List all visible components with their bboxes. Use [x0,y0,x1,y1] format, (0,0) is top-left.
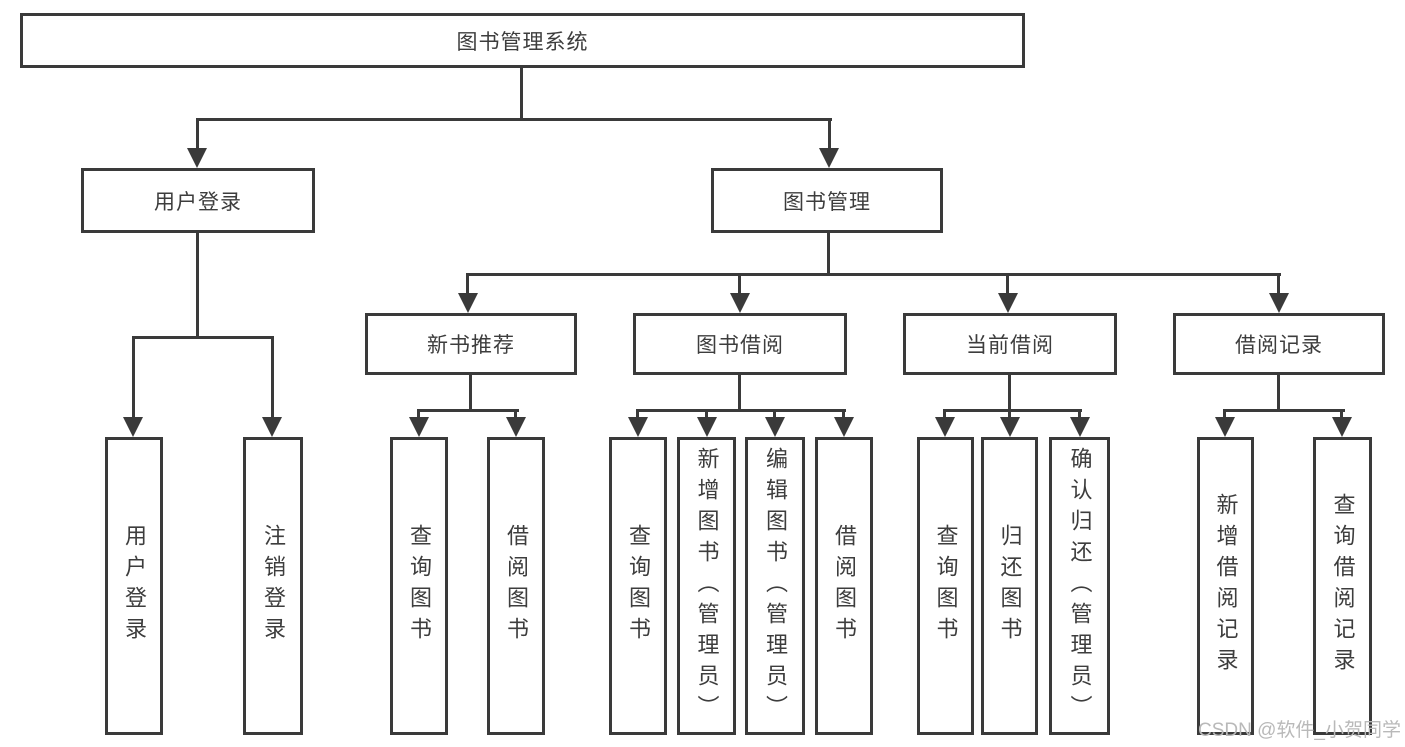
connector-line [943,409,946,417]
connector-line [466,273,1281,276]
node-borrow-books: 借阅图书 [815,437,873,735]
connector-line [196,118,199,148]
node-label: 编辑图书（管理员） [763,446,788,726]
connector-line [738,273,741,293]
arrow-down-icon [628,417,648,437]
node-label: 用户登录 [154,190,242,214]
connector-line [417,409,519,412]
node-label: 确认归还（管理员） [1067,446,1093,726]
node-label: 新增借阅记录 [1213,493,1239,679]
node-new-book-recommend: 新书推荐 [365,313,577,375]
connector-line [1340,409,1343,417]
arrow-down-icon [1269,293,1289,313]
node-label: 查询图书 [407,524,432,648]
arrow-down-icon [409,417,429,437]
csdn-watermark: CSDN @软件_小贺同学 [1198,720,1401,741]
node-query-books: 查询图书 [390,437,448,735]
connector-line [1277,273,1280,293]
node-label: 当前借阅 [966,334,1054,357]
connector-line [1008,375,1011,412]
node-label: 图书借阅 [696,334,784,357]
node-book-borrowing: 图书借阅 [633,313,847,375]
arrow-down-icon [506,417,526,437]
connector-line [1223,409,1226,417]
node-user-login-leaf: 用户登录 [105,437,163,735]
node-label: 查询图书 [626,524,651,648]
connector-line [943,409,1082,412]
node-borrowing-records: 借阅记录 [1173,313,1385,375]
connector-line [132,336,135,417]
connector-line [1277,375,1280,412]
node-label: 借阅记录 [1235,334,1323,357]
arrow-down-icon [765,417,785,437]
arrow-down-icon [187,148,207,168]
connector-line [271,336,274,417]
node-user-login: 用户登录 [81,168,315,233]
connector-line [417,409,420,417]
connector-line [1006,273,1009,293]
node-label: 注销登录 [261,524,286,648]
connector-line [1008,409,1011,417]
node-label: 图书管理 [783,190,871,214]
connector-line [773,409,776,417]
node-label: 借阅图书 [504,524,529,648]
arrow-down-icon [730,293,750,313]
connector-line [469,375,472,412]
node-add-borrow-record: 新增借阅记录 [1197,437,1254,735]
connector-line [520,67,523,121]
arrow-down-icon [262,417,282,437]
connector-line [466,273,469,293]
arrow-down-icon [834,417,854,437]
node-borrow-books: 借阅图书 [487,437,545,735]
connector-line [132,336,274,339]
node-add-books-admin: 新增图书（管理员） [677,437,736,735]
node-label: 查询图书 [933,524,959,648]
connector-line [738,375,741,412]
arrow-down-icon [697,417,717,437]
node-label: 图书管理系统 [456,30,589,54]
node-label: 新书推荐 [427,334,515,357]
node-query-books: 查询图书 [609,437,667,735]
arrow-down-icon [1070,417,1090,437]
connector-line [828,118,831,148]
arrow-down-icon [1215,417,1235,437]
node-logout: 注销登录 [243,437,303,735]
connector-line [514,409,517,417]
node-library-management-system: 图书管理系统 [20,13,1025,68]
arrow-down-icon [1000,417,1020,437]
node-label: 用户登录 [122,524,147,648]
node-query-borrow-record: 查询借阅记录 [1313,437,1372,735]
node-label: 借阅图书 [832,524,857,648]
node-label: 新增图书（管理员） [694,446,720,726]
node-label: 查询借阅记录 [1330,493,1356,679]
arrow-down-icon [1332,417,1352,437]
connector-line [196,118,832,121]
connector-line [1078,409,1081,417]
node-label: 归还图书 [997,524,1023,648]
node-query-books: 查询图书 [917,437,974,735]
arrow-down-icon [998,293,1018,313]
connector-line [636,409,639,417]
arrow-down-icon [819,148,839,168]
connector-line [1223,409,1345,412]
connector-line [842,409,845,417]
node-book-management: 图书管理 [711,168,943,233]
connector-line [705,409,708,417]
connector-line [827,233,830,276]
node-return-books: 归还图书 [981,437,1038,735]
node-confirm-return-admin: 确认归还（管理员） [1049,437,1110,735]
connector-line [196,233,199,339]
node-current-borrowing: 当前借阅 [903,313,1117,375]
arrow-down-icon [123,417,143,437]
node-edit-books-admin: 编辑图书（管理员） [745,437,805,735]
connector-line [636,409,846,412]
arrow-down-icon [458,293,478,313]
arrow-down-icon [935,417,955,437]
